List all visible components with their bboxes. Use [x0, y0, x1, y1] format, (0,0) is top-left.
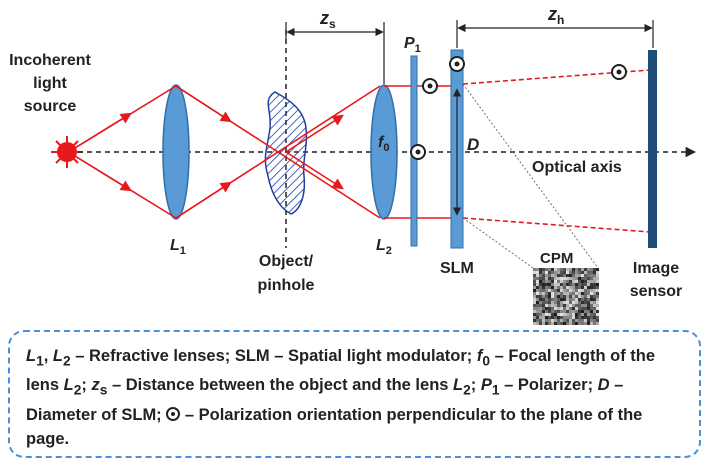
rays-l2-to-slm	[384, 85, 456, 219]
rays-l1-to-l2	[175, 85, 381, 219]
d-label: D	[467, 135, 479, 154]
polarization-dot-icon-3	[449, 56, 465, 72]
slm-label: SLM	[440, 260, 474, 277]
legend-text: L1, L2 – Refractive lenses; SLM – Spatia…	[26, 347, 656, 448]
rays-slm-to-sensor	[462, 69, 651, 233]
light-source-icon	[51, 136, 83, 168]
cpm-projection-lines	[462, 83, 599, 269]
object-label-line2: pinhole	[258, 277, 315, 294]
source-label-line3: source	[24, 98, 77, 115]
optical-axis-label: Optical axis	[532, 159, 622, 176]
sensor-label-line2: sensor	[630, 283, 682, 300]
cpm-mask-image	[533, 268, 599, 325]
p1-label: P1	[404, 35, 421, 55]
object-pinhole-shape	[264, 91, 308, 215]
f0-label: f0	[378, 134, 389, 154]
lens-l1-label: L1	[170, 237, 186, 257]
source-label-line1: Incoherent	[9, 52, 91, 69]
sensor-label-line1: Image	[633, 260, 679, 277]
lens-l2	[370, 84, 398, 220]
lens-l2-label: L2	[376, 237, 392, 257]
rays-source-to-l1	[74, 85, 177, 219]
image-sensor	[648, 50, 657, 248]
object-label-line1: Object/	[259, 253, 314, 270]
zh-label: zh	[547, 4, 564, 27]
cpm-label: CPM	[540, 250, 573, 267]
polarization-dot-icon	[166, 406, 181, 421]
zs-label: zs	[319, 8, 336, 31]
polarization-dot-icon-1	[422, 78, 438, 94]
polarization-dot-icon-2	[410, 144, 426, 160]
legend-box: L1, L2 – Refractive lenses; SLM – Spatia…	[8, 330, 701, 458]
polarization-dot-icon-4	[611, 64, 627, 80]
source-label-line2: light	[33, 75, 67, 92]
lens-l1	[162, 84, 190, 220]
